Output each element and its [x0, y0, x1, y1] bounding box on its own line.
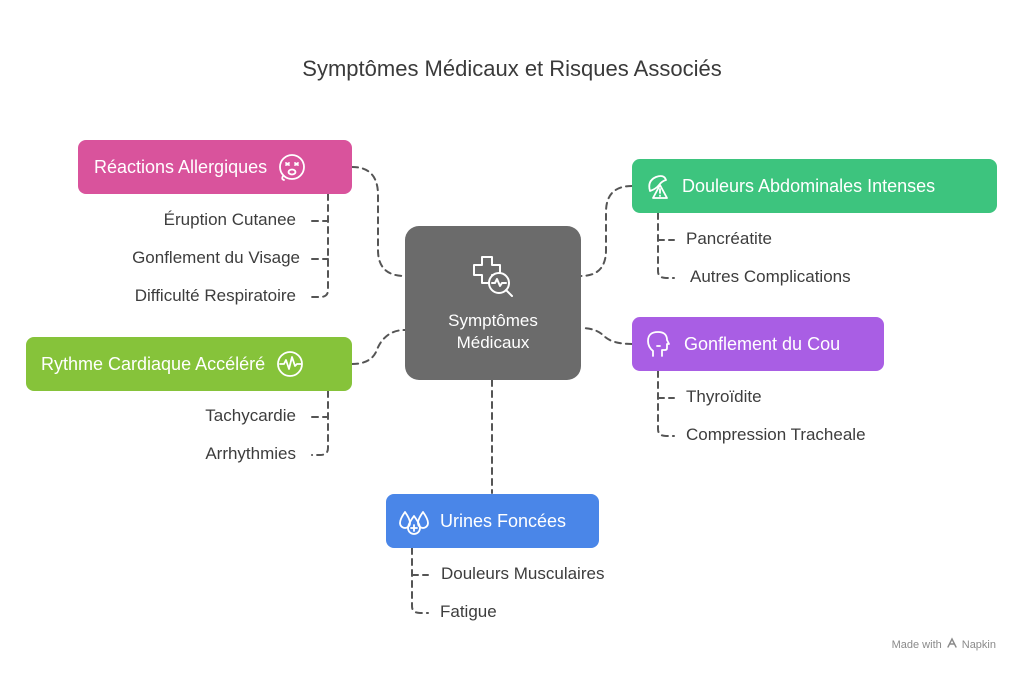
- leaf-pancreatite: Pancréatite: [686, 229, 772, 248]
- leaf-compression-tracheale: Compression Tracheale: [686, 425, 866, 444]
- leaf-connector-neck: [657, 370, 675, 437]
- node-allergies[interactable]: Réactions Allergiques: [78, 140, 352, 194]
- leaf-fatigue: Fatigue: [440, 602, 497, 621]
- leaf-arrhythmies: Arrhythmies: [205, 444, 296, 463]
- node-allergies-label: Réactions Allergiques: [94, 156, 268, 177]
- node-heart[interactable]: Rythme Cardiaque Accéléré: [26, 337, 352, 391]
- allergy-face-icon: [277, 152, 307, 182]
- leaf-tachycardie: Tachycardie: [205, 406, 296, 425]
- watermark-brand: Napkin: [961, 638, 996, 651]
- connector-neck: [580, 327, 633, 345]
- leaf-autres-complications: Autres Complications: [690, 267, 851, 286]
- node-abdominal-label: Douleurs Abdominales Intenses: [682, 175, 936, 196]
- leaf-connector-abdominal: [657, 212, 675, 279]
- node-neck-label: Gonflement du Cou: [684, 333, 841, 354]
- page-title: Symptômes Médicaux et Risques Associés: [302, 56, 722, 81]
- leaf-eruption: Éruption Cutanee: [163, 210, 296, 229]
- connector-abdominal: [580, 185, 633, 277]
- node-heart-label: Rythme Cardiaque Accéléré: [41, 353, 266, 374]
- hub-label: Symptômes Médicaux: [448, 310, 538, 352]
- drops-icon: [398, 506, 430, 536]
- leaf-difficulte-respiratoire: Difficulté Respiratoire: [134, 286, 296, 305]
- watermark-prefix: Made with: [891, 638, 942, 651]
- medical-search-icon: [470, 253, 516, 304]
- leaf-thyroidite: Thyroïdite: [686, 387, 762, 406]
- node-urine[interactable]: Urines Foncées: [386, 494, 599, 548]
- abdominal-warning-icon: [644, 171, 674, 201]
- connector-allergies: [351, 166, 406, 277]
- node-urine-label: Urines Foncées: [440, 510, 567, 531]
- connector-heart: [351, 329, 406, 365]
- leaf-douleurs-musculaires: Douleurs Musculaires: [441, 564, 605, 583]
- leaf-connector-heart: [311, 390, 329, 456]
- node-neck[interactable]: Gonflement du Cou: [632, 317, 884, 371]
- node-abdominal[interactable]: Douleurs Abdominales Intenses: [632, 159, 997, 213]
- napkin-logo-icon: [946, 637, 958, 652]
- leaf-connector-urine: [411, 547, 429, 614]
- central-hub[interactable]: Symptômes Médicaux: [405, 226, 581, 380]
- napkin-watermark[interactable]: Made with Napkin: [892, 637, 996, 652]
- heartbeat-icon: [275, 349, 305, 379]
- leaf-gonflement-visage: Gonflement du Visage: [132, 248, 300, 267]
- head-profile-icon: [644, 329, 674, 359]
- leaf-connector-allergies: [311, 193, 329, 298]
